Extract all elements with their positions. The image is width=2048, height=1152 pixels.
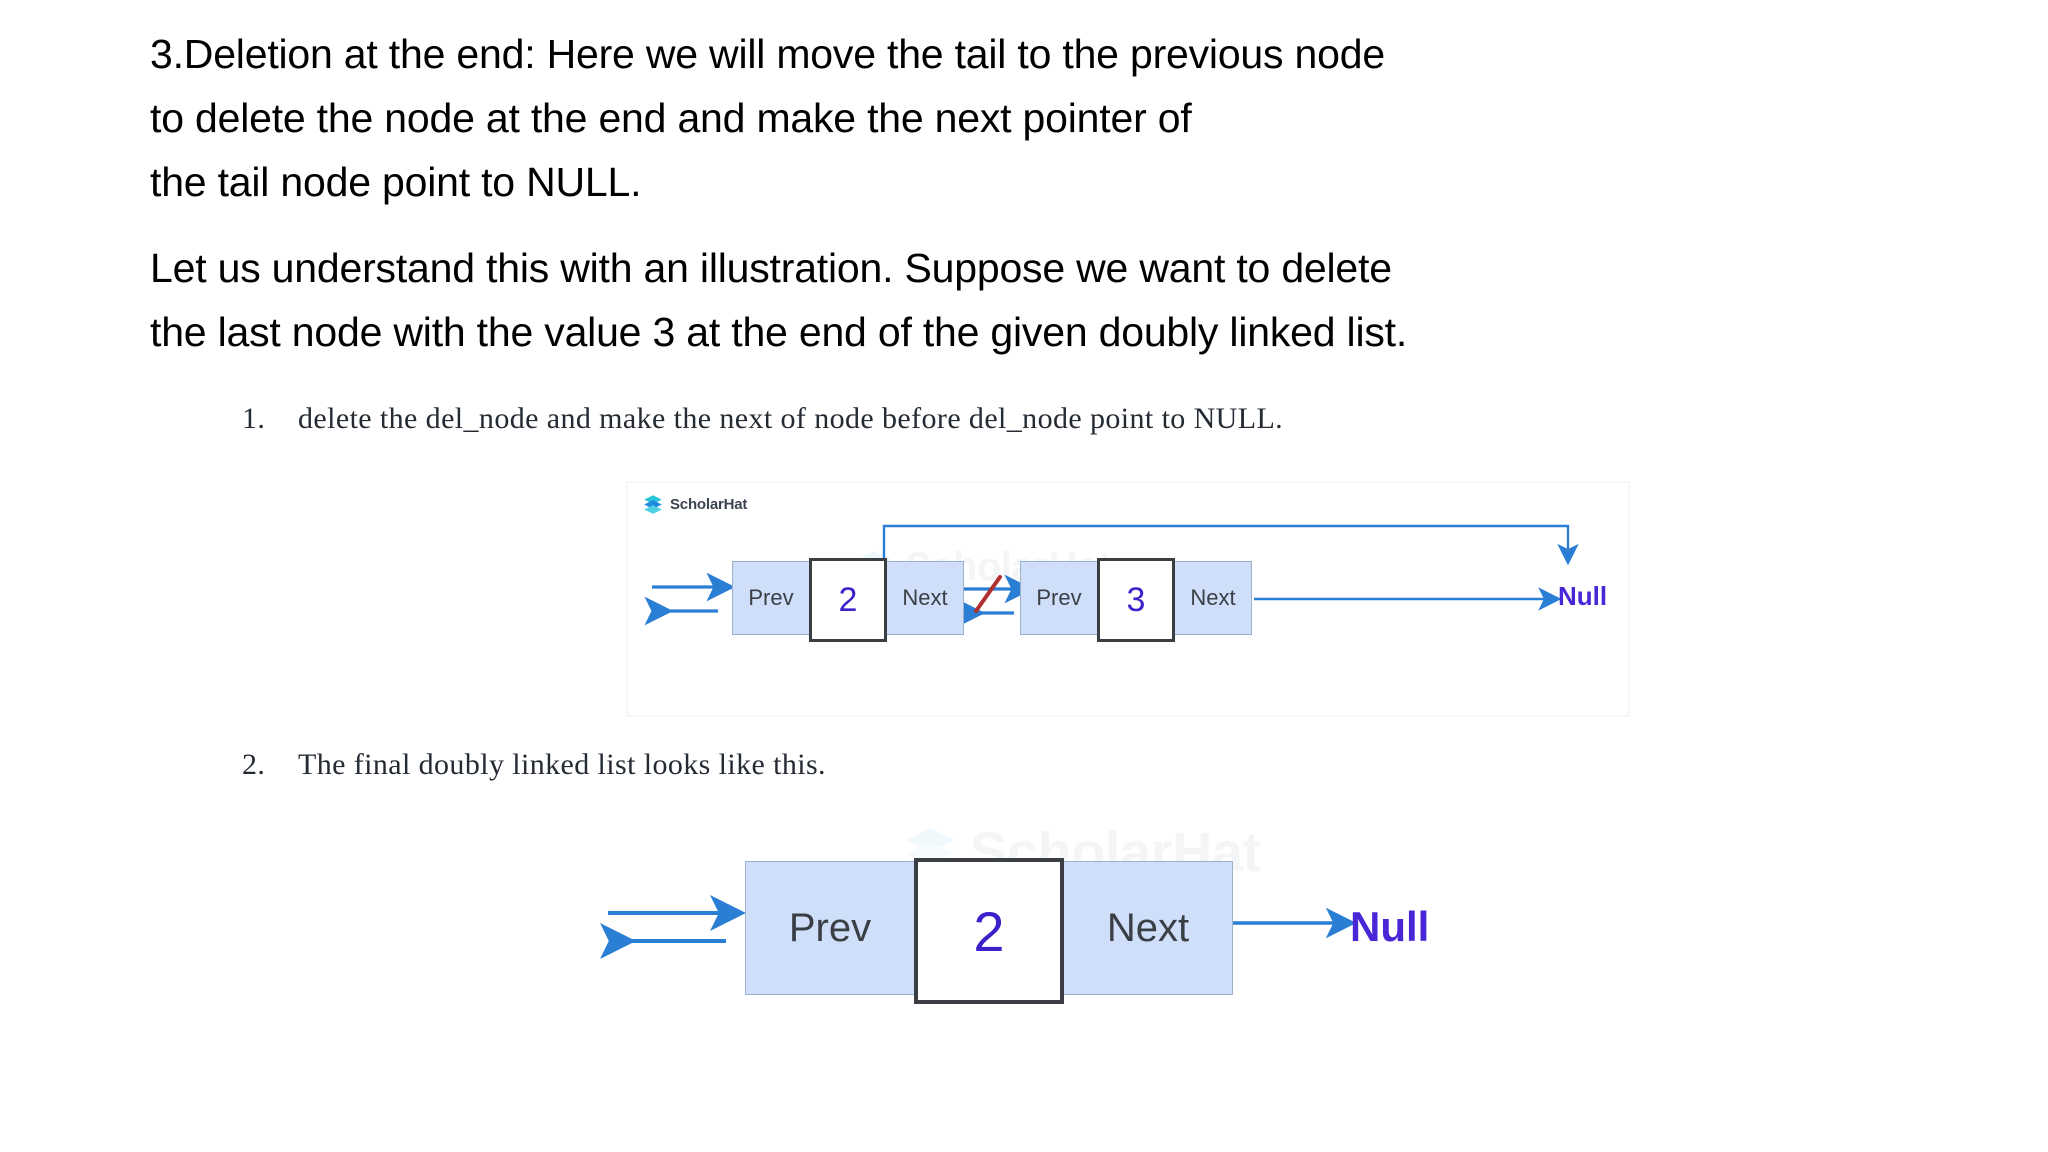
null-label-final: Null [1350,903,1430,950]
scholarhat-logo-text: ScholarHat [670,495,748,513]
node-2-next-cell: Next [886,561,964,635]
link-cut-slash [974,575,1002,613]
step-2-text: The final doubly linked list looks like … [298,748,826,781]
head-bidirectional-arrows [644,572,736,626]
node-2-prev-cell: Prev [732,561,810,635]
node-2-value-cell: 2 [809,558,887,642]
step-1: 1. delete the del_node and make the next… [242,402,1283,436]
paragraph-1: 3.Deletion at the end: Here we will move… [150,31,1385,205]
node-2-final: Prev 2 Next [745,858,1233,1004]
paragraph-2: Let us understand this with an illustrat… [150,245,1408,355]
step-1-number: 1. [242,402,266,435]
figure-final-list: ScholarHat Prev 2 Next Null [590,820,1510,1005]
slide-body: 3.Deletion at the end: Here we will move… [150,22,1910,364]
broken-link-arrows [956,574,1034,628]
null-label: Null [1558,581,1608,611]
layers-icon [644,495,662,514]
step-1-text: delete the del_node and make the next of… [298,402,1284,435]
node-2-final-value-cell: 2 [914,858,1064,1004]
figure-deletion-step: ScholarHat ScholarHat [627,482,1629,716]
step-2: 2. The final doubly linked list looks li… [242,748,826,782]
next-pointer-redirect-arrow [882,524,1579,566]
node-2: Prev 2 Next [732,558,964,642]
node-3-next-cell: Next [1174,561,1252,635]
node-3-value-cell: 3 [1097,558,1175,642]
node-3-prev-cell: Prev [1020,561,1098,635]
scholarhat-logo: ScholarHat [642,493,747,515]
node-2-final-prev-cell: Prev [745,861,915,995]
node-2-final-next-cell: Next [1063,861,1233,995]
step-2-number: 2. [242,748,266,781]
node-3: Prev 3 Next [1020,558,1252,642]
tail-next-null-arrow [1254,587,1562,611]
